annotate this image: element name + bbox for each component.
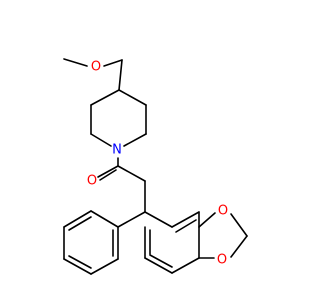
dioxole-oxygen-top-label: O xyxy=(218,204,228,219)
ch2-ring-bond xyxy=(118,59,123,91)
methyl-ether-bond xyxy=(63,58,88,67)
bond-lines xyxy=(63,58,248,275)
phenyl-inner-1 xyxy=(68,216,92,231)
molecule-canvas: O N O O O xyxy=(63,58,248,275)
molecule-structure: O N O O O xyxy=(63,58,248,275)
ring-c6-n-bond xyxy=(123,133,147,147)
piperidine-nitrogen-label: N xyxy=(112,143,122,158)
carbonyl-double-bond-b xyxy=(99,169,117,181)
aryl-1 xyxy=(171,211,200,228)
ch-aryl-bond xyxy=(144,211,173,228)
atom-labels: O N O O O xyxy=(87,60,228,268)
phenyl-2 xyxy=(63,210,92,228)
ring-c4-c5-bond xyxy=(118,89,147,106)
ether-oxygen-label: O xyxy=(91,60,101,75)
aryl-4 xyxy=(171,257,200,274)
carbonyl-ch2-bond xyxy=(117,165,146,182)
ring-c2-n-bond xyxy=(90,133,112,147)
phenyl-4 xyxy=(63,258,92,275)
dioxole-ch2-bottom xyxy=(230,235,248,258)
ether-ch2-bond xyxy=(103,59,123,67)
phenyl-inner-2 xyxy=(68,255,92,269)
aryl-inner-2 xyxy=(149,254,173,268)
ch-phenyl-bond xyxy=(117,211,146,228)
carbonyl-oxygen-label: O xyxy=(87,174,97,189)
aryl-5 xyxy=(144,257,173,274)
ring-c4-c3-bond xyxy=(90,89,120,106)
dioxole-top-o xyxy=(198,212,216,228)
aryl-inner-1 xyxy=(175,219,197,233)
phenyl-1 xyxy=(90,210,119,228)
phenyl-5 xyxy=(90,258,119,275)
carbonyl-double-bond-a xyxy=(97,165,119,178)
dioxole-ch2-top xyxy=(230,213,248,237)
dioxole-oxygen-bottom-label: O xyxy=(217,253,227,268)
